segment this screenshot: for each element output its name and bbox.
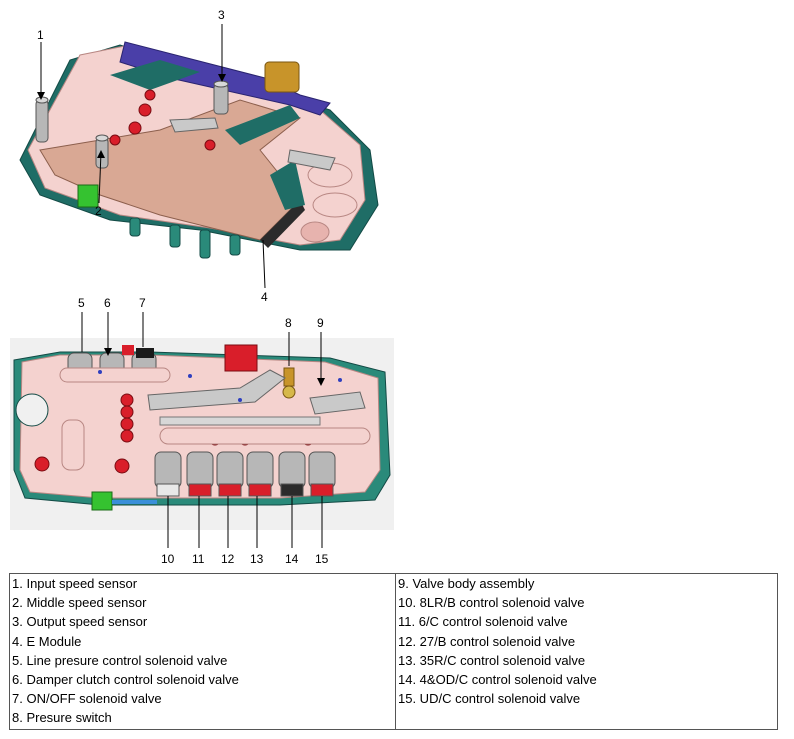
solenoid-4odc (278, 451, 306, 497)
legend-right-column: 9. Valve body assembly 10. 8LR/B control… (398, 574, 776, 708)
callout-1: 1 (37, 28, 44, 42)
valve-body-bottom-illustration (10, 312, 394, 548)
callout-9: 9 (317, 316, 324, 330)
legend-left-column: 1. Input speed sensor 2. Middle speed se… (12, 574, 396, 728)
valve-body-top-illustration (19, 24, 379, 289)
callout-3: 3 (218, 8, 225, 22)
legend-item: 7. ON/OFF solenoid valve (12, 691, 162, 707)
solenoid-35rc (246, 451, 274, 497)
callout-13: 13 (250, 552, 264, 566)
legend-item: 9. Valve body assembly (398, 576, 535, 591)
callout-2: 2 (95, 204, 102, 218)
legend-item: 8. Presure switch (12, 710, 112, 726)
solenoid-8lrb (154, 451, 182, 497)
legend-item: 5. Line presure control solenoid valve (12, 652, 228, 668)
legend-item: 15. UD/C control solenoid valve (398, 691, 581, 707)
callout-5: 5 (78, 296, 85, 310)
callout-7: 7 (139, 296, 146, 310)
callout-10: 10 (161, 552, 175, 566)
input-speed-sensor (35, 96, 49, 143)
legend-item: 13. 35R/C control solenoid valve (398, 652, 586, 668)
valve-cylinders-right (300, 162, 358, 243)
callout-4: 4 (261, 290, 268, 304)
solenoid-udc (308, 451, 336, 497)
callout-15: 15 (315, 552, 329, 566)
legend-item: 11. 6/C control solenoid valve (398, 614, 568, 630)
legend-item: 6. Damper clutch control solenoid valve (12, 672, 239, 688)
callout-8: 8 (285, 316, 292, 330)
legend-table: 1. Input speed sensor 2. Middle speed se… (9, 573, 778, 730)
output-speed-sensor (213, 80, 229, 115)
pressure-switch (282, 367, 296, 399)
callout-12: 12 (221, 552, 235, 566)
callout-11: 11 (192, 552, 205, 566)
legend-item: 1. Input speed sensor (12, 576, 138, 591)
legend-item: 4. E Module (12, 633, 82, 649)
legend-item: 2. Middle speed sensor (12, 595, 147, 611)
callout-14: 14 (285, 552, 299, 566)
legend-item: 12. 27/B control solenoid valve (398, 633, 576, 649)
callout-6: 6 (104, 296, 111, 310)
legend-item: 14. 4&OD/C control solenoid valve (398, 672, 597, 688)
gold-connector (264, 61, 300, 93)
solenoid-27b (216, 451, 244, 497)
solenoid-6c (186, 451, 214, 497)
legend-left-underline (9, 729, 396, 730)
legend-item: 10. 8LR/B control solenoid valve (398, 595, 585, 611)
legend-divider (395, 573, 396, 729)
legend-item: 3. Output speed sensor (12, 614, 148, 630)
red-solenoid-caps (109, 89, 216, 151)
